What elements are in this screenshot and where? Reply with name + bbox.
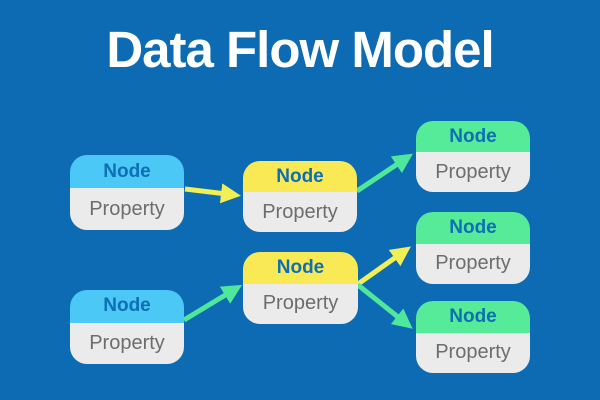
arrow-mid-bottom-to-right-bottom (356, 283, 413, 329)
node-property-label: Property (243, 192, 357, 232)
node-property-label: Property (416, 243, 530, 284)
node-property-label: Property (70, 188, 184, 230)
node-header-label: Node (70, 290, 184, 323)
arrow-mid-bottom-to-right-middle (356, 246, 411, 287)
node-right-bottom: Node Property (416, 301, 530, 373)
node-property-label: Property (243, 283, 358, 324)
node-property-label: Property (70, 322, 184, 364)
node-left-bottom: Node Property (70, 290, 184, 364)
node-right-top: Node Property (416, 121, 530, 192)
node-left-top: Node Property (70, 155, 184, 230)
arrow-left-bottom-to-mid-bottom (182, 284, 243, 323)
diagram-title: Data Flow Model (106, 21, 494, 78)
node-mid-top: Node Property (243, 161, 357, 232)
node-property-label: Property (416, 152, 530, 192)
node-mid-bottom: Node Property (243, 252, 358, 324)
node-header-label: Node (70, 155, 184, 188)
node-right-middle: Node Property (416, 212, 530, 284)
arrow-mid-top-to-right-top (355, 153, 413, 194)
node-property-label: Property (416, 332, 530, 373)
arrow-left-top-to-mid-top (184, 183, 241, 204)
node-header-label: Node (416, 212, 530, 244)
node-header-label: Node (243, 252, 358, 284)
node-header-label: Node (416, 121, 530, 153)
node-header-label: Node (243, 161, 357, 193)
node-header-label: Node (416, 301, 530, 333)
